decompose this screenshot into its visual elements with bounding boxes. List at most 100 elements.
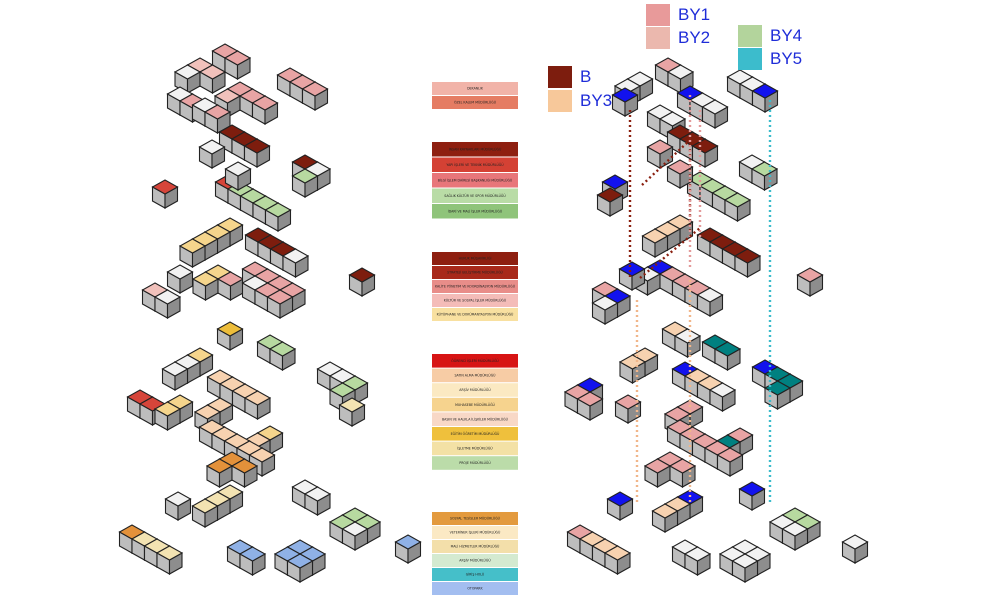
block xyxy=(303,486,332,516)
block xyxy=(651,503,679,533)
legend-b: B xyxy=(548,66,591,88)
block xyxy=(338,397,366,427)
strip-label: SAĞLIK KÜLTÜR VE SPOR MÜDÜRLÜĞÜ xyxy=(444,193,506,198)
strip-row xyxy=(432,266,518,279)
block xyxy=(216,321,244,351)
strip-row xyxy=(432,368,518,383)
vertical-core-lines xyxy=(628,95,772,505)
strip-row xyxy=(432,157,518,172)
block xyxy=(281,248,310,278)
block xyxy=(591,295,619,325)
block xyxy=(264,202,292,232)
block xyxy=(243,390,272,420)
strip-label: STRATEJİ GELİŞTİRME MÜDÜRLÜĞÜ xyxy=(447,270,503,275)
strip-row xyxy=(432,427,518,441)
block xyxy=(268,341,297,371)
block xyxy=(713,341,742,371)
strip-row xyxy=(432,142,518,157)
block xyxy=(596,187,624,217)
strip-row xyxy=(432,204,518,219)
strip-row xyxy=(432,456,518,470)
strip-row xyxy=(432,188,518,203)
block xyxy=(230,458,259,488)
strip-label: KÜTÜPHANE VE DOKÜMANTASYON MÜDÜRLÜĞÜ xyxy=(437,312,514,317)
block xyxy=(738,481,766,511)
legend-swatch-by5 xyxy=(738,48,762,70)
block xyxy=(643,458,672,488)
strip-row xyxy=(432,354,518,368)
legend-by4: BY4 xyxy=(738,25,802,47)
block xyxy=(251,95,279,125)
block xyxy=(153,289,182,319)
block xyxy=(641,228,669,258)
block xyxy=(243,138,271,168)
legend-by2: BY2 xyxy=(646,27,710,49)
block xyxy=(301,81,329,111)
block xyxy=(161,361,189,391)
strip-label: SOSYAL TESİSLER MÜDÜRLÜĞÜ xyxy=(450,516,501,521)
block xyxy=(166,264,194,294)
legend-swatch-by4 xyxy=(738,25,762,47)
strip-label: İNSAN KAYNAKLARI MÜDÜRLÜĞÜ xyxy=(449,146,502,151)
block xyxy=(198,64,227,94)
block xyxy=(611,87,639,117)
block xyxy=(191,271,220,301)
block xyxy=(341,521,369,551)
block xyxy=(796,267,824,297)
block xyxy=(198,139,226,169)
block xyxy=(394,534,422,564)
block xyxy=(646,139,674,169)
block xyxy=(716,447,744,477)
block xyxy=(618,261,646,291)
strip-row xyxy=(432,383,518,397)
block xyxy=(151,179,179,209)
strip-row xyxy=(432,308,518,321)
strip-row xyxy=(432,252,518,265)
strip-label: SATIN ALMA MÜDÜRLÜĞÜ xyxy=(454,373,496,378)
legend-swatch-by2 xyxy=(646,27,670,49)
block xyxy=(203,104,232,134)
strip-label: HUKUK MÜŞAVİRLİĞİ xyxy=(459,256,492,261)
strip-row xyxy=(432,294,518,307)
strip-label: YAPI İŞLERİ VE TEKNİK MÜDÜRLÜĞÜ xyxy=(446,162,504,167)
block xyxy=(708,382,737,412)
strip-label: KÜLTÜR VE SOSYAL İŞLER MÜDÜRLÜĞÜ xyxy=(444,298,507,303)
strip-label: İDARİ VE MALİ İŞLER MÜDÜRLÜĞÜ xyxy=(448,208,503,213)
legend-label-by3: BY3 xyxy=(580,91,613,110)
block xyxy=(668,458,697,488)
strip-label: ÖĞRENCİ İŞLERİ MÜDÜRLÜĞÜ xyxy=(451,358,499,363)
block xyxy=(238,546,267,576)
block xyxy=(153,401,182,431)
block xyxy=(841,534,869,564)
block xyxy=(266,289,294,319)
block xyxy=(733,248,762,278)
legend-label-by2: BY2 xyxy=(678,28,711,47)
right-floor-stack xyxy=(563,57,869,583)
strip-row xyxy=(432,540,518,553)
block xyxy=(576,391,604,421)
strip-row xyxy=(432,397,518,412)
strip-floor-2: İNSAN KAYNAKLARI MÜDÜRLÜĞÜ YAPI İŞLERİ VE… xyxy=(432,142,518,219)
strip-label: BİLGİ İŞLEM DAİRESİ BAŞKANLIĞI MÜDÜRLÜĞÜ xyxy=(438,177,513,182)
block xyxy=(348,267,376,297)
legend-label-by4: BY4 xyxy=(770,26,803,45)
strip-row xyxy=(432,441,518,456)
strip-row xyxy=(432,96,518,109)
strip-row xyxy=(432,82,518,95)
block xyxy=(731,553,759,583)
block xyxy=(191,498,219,528)
block xyxy=(781,521,809,551)
block xyxy=(155,545,184,575)
block xyxy=(696,287,724,317)
strip-row xyxy=(432,568,518,581)
block xyxy=(291,168,319,198)
legend-by5: BY5 xyxy=(738,48,802,70)
legend-label-by1: BY1 xyxy=(678,5,711,24)
legend: BY1 BY2 BY4 BY5 B BY3 xyxy=(0,0,990,112)
block xyxy=(701,99,729,129)
strip-label: MUHASEBE MÜDÜRLÜĞÜ xyxy=(455,402,495,407)
strip-label: BASIN VE HALKLA İLİŞKİLER MÜDÜRLÜĞÜ xyxy=(442,416,509,421)
